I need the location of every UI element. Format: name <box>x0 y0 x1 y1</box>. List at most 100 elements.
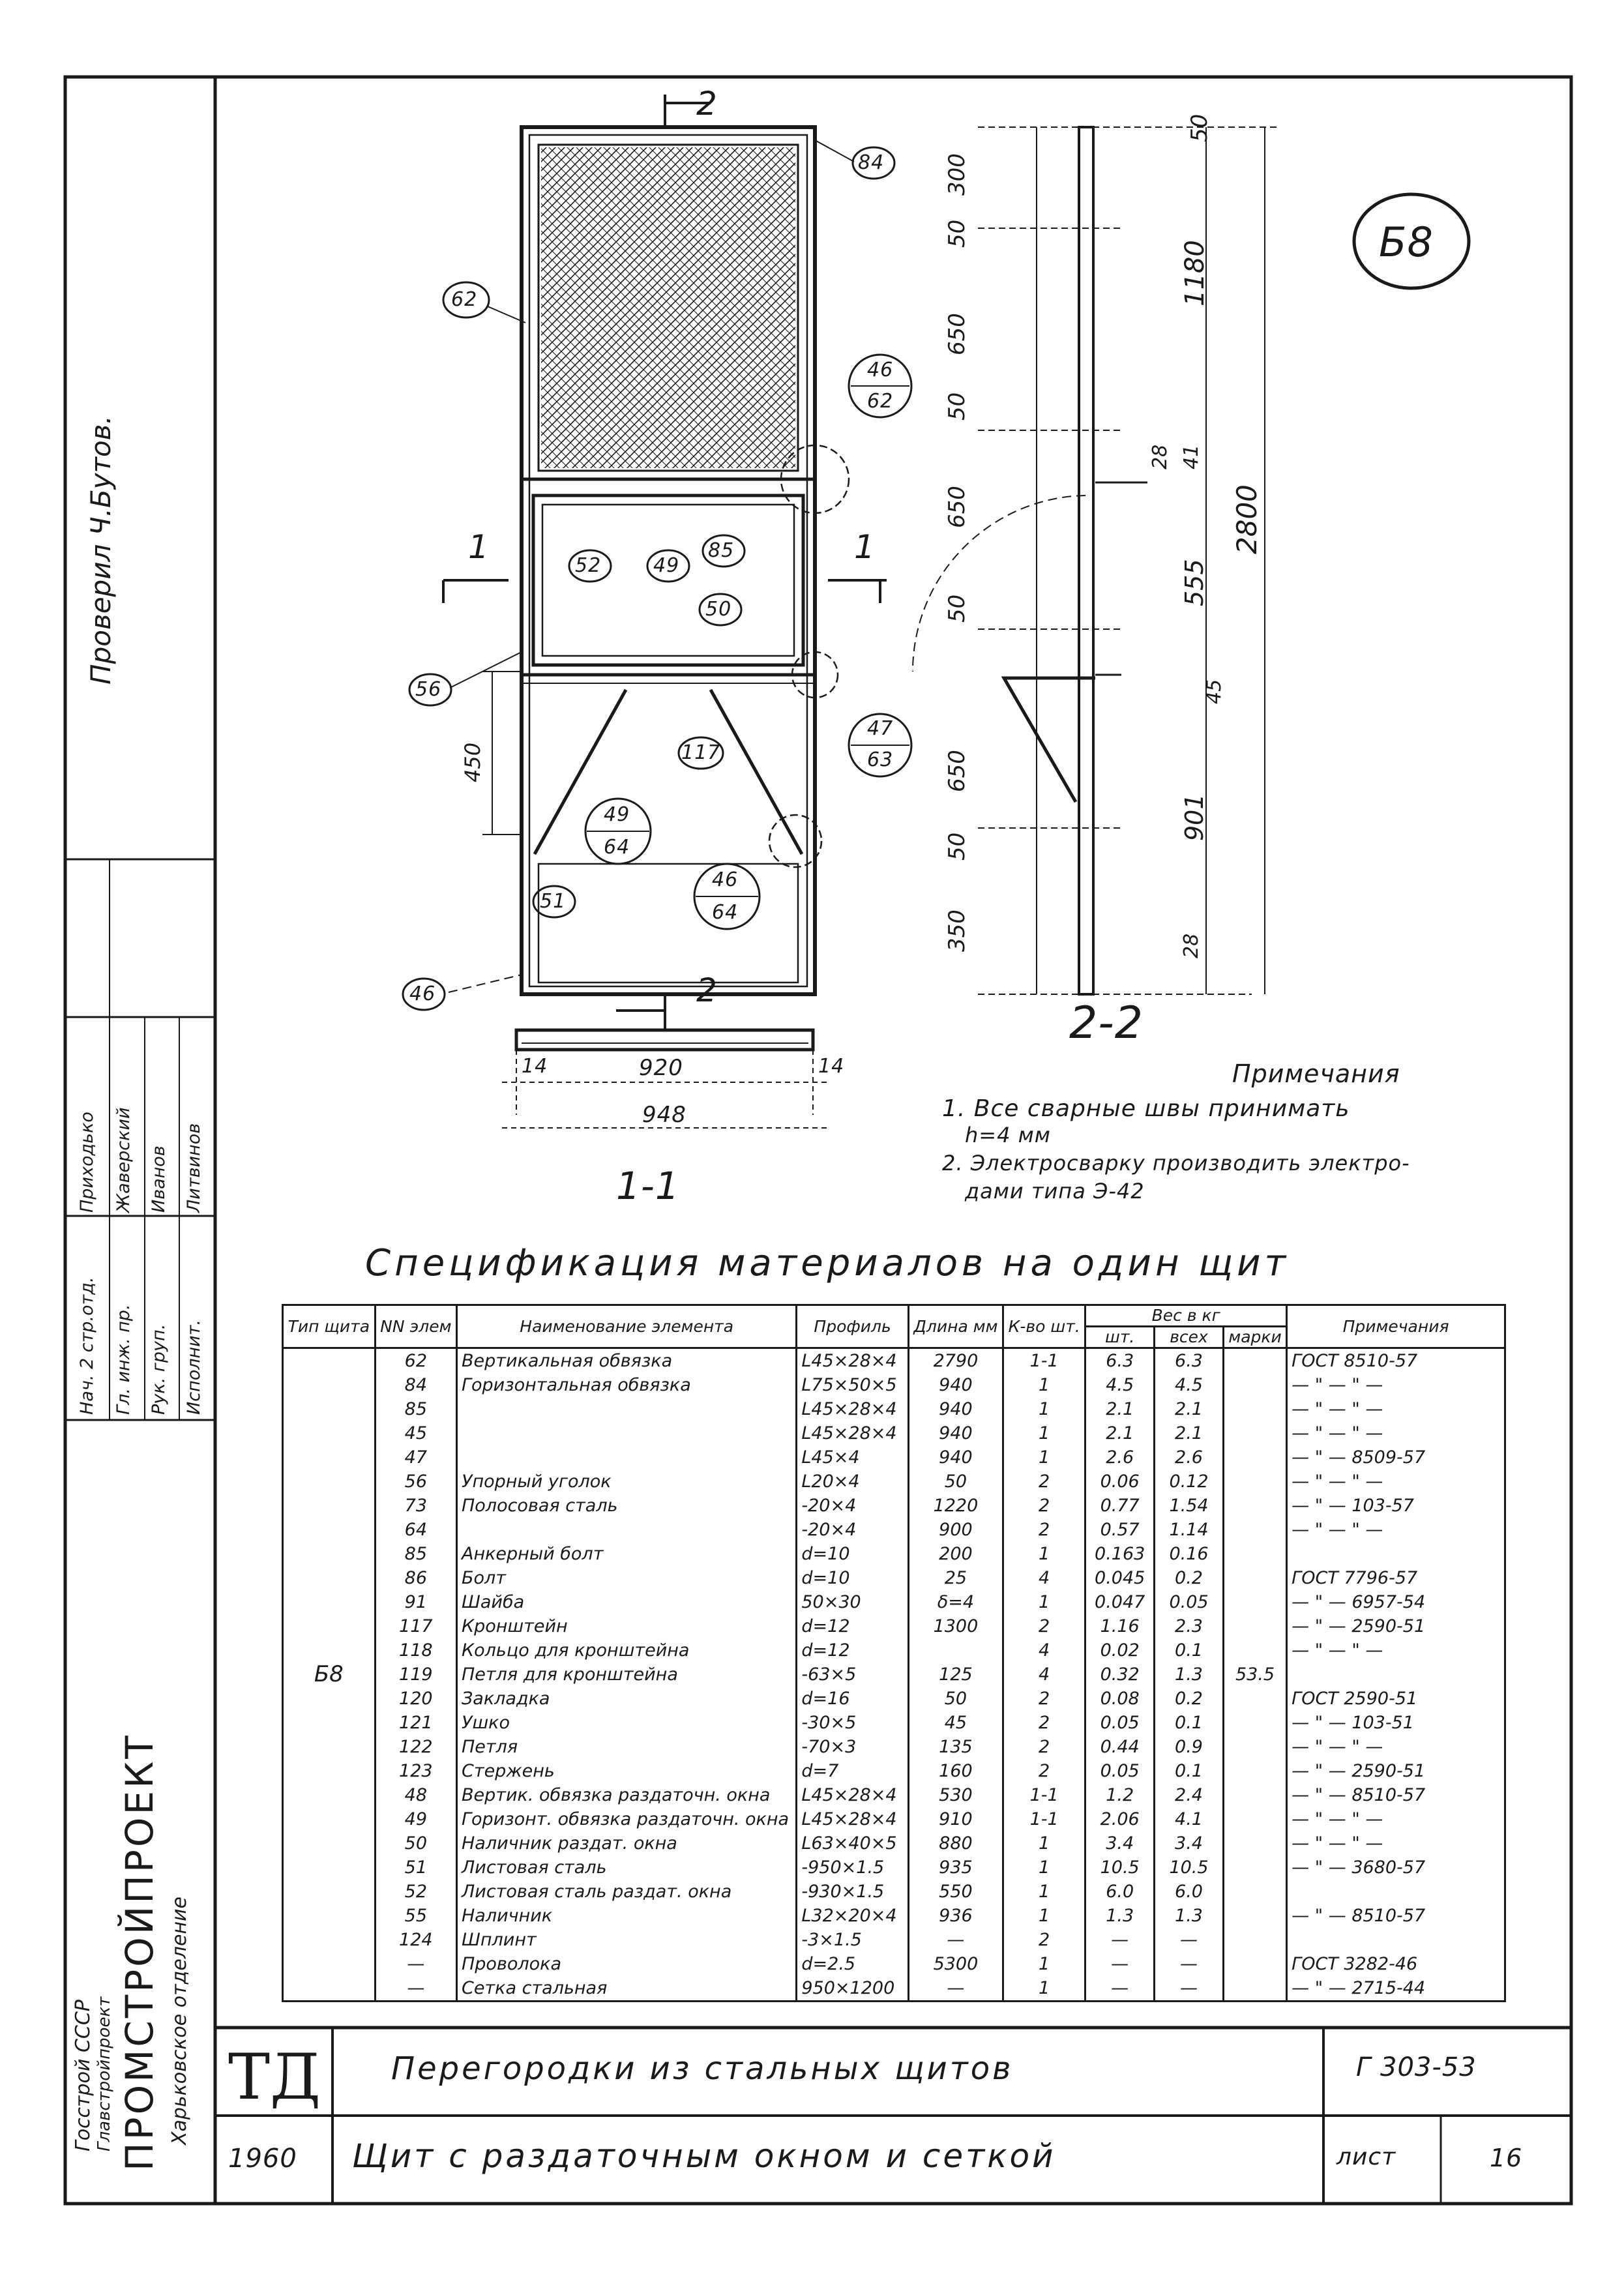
spec-cell-weight-one: 1.16 <box>1084 1614 1156 1638</box>
stamp-name-1: Приходько <box>77 1112 97 1213</box>
spec-cell-note <box>1286 1663 1506 1687</box>
section-mark-bottom: 2 <box>696 971 718 1009</box>
side-dim-left-5: 50 <box>944 392 970 421</box>
spec-cell-weight-all: 3.4 <box>1153 1831 1224 1855</box>
col-note: Примечания <box>1286 1304 1506 1349</box>
spec-cell-note: — " — " — <box>1286 1373 1506 1397</box>
spec-cell-name: Наличник раздат. окна <box>455 1831 798 1855</box>
spec-cell-nn: 120 <box>374 1687 458 1711</box>
spec-cell-qty: 1-1 <box>1002 1783 1087 1807</box>
spec-cell-length: 2790 <box>907 1348 1005 1373</box>
spec-cell-weight-one: 0.163 <box>1084 1542 1156 1566</box>
spec-cell-qty: 4 <box>1002 1638 1087 1663</box>
fraction-4-bottom: 64 <box>712 901 739 924</box>
section-mark-top: 2 <box>696 85 718 123</box>
spec-cell-name: Шайба <box>455 1590 798 1614</box>
spec-cell-qty: 1 <box>1002 1542 1087 1566</box>
spec-cell-weight-all: 2.4 <box>1153 1783 1224 1807</box>
spec-cell-weight-one: 2.1 <box>1084 1397 1156 1421</box>
spec-cell-nn: 91 <box>374 1590 458 1614</box>
col-nn: NN элем <box>374 1304 458 1349</box>
callout-46: 46 <box>409 983 436 1005</box>
spec-cell-qty: 1 <box>1002 1445 1087 1470</box>
spec-cell-name: Листовая сталь раздат. окна <box>455 1880 798 1904</box>
spec-cell-weight-all: 1.3 <box>1153 1663 1224 1687</box>
spec-cell-weight-one: 0.045 <box>1084 1566 1156 1590</box>
spec-cell-profile: 50×30 <box>795 1590 909 1614</box>
spec-title: Спецификация материалов на один щит <box>365 1242 1290 1284</box>
badge-circle <box>1352 192 1471 290</box>
spec-cell-note: ГОСТ 7796-57 <box>1286 1566 1506 1590</box>
spec-cell-qty: 1 <box>1002 1952 1087 1976</box>
spec-cell-nn: 118 <box>374 1638 458 1663</box>
col-weight-all: всех <box>1153 1325 1224 1349</box>
spec-cell-weight-one: 0.57 <box>1084 1518 1156 1542</box>
callout-52: 52 <box>575 554 602 577</box>
spec-cell-qty: 1 <box>1002 1397 1087 1421</box>
spec-cell-weight-all: 0.16 <box>1153 1542 1224 1566</box>
spec-mark-total: 53.5 <box>1222 1348 1288 2002</box>
note-2-cont: дами типа Э-42 <box>965 1179 1145 1204</box>
spec-cell-profile: d=16 <box>795 1687 909 1711</box>
spec-cell-weight-one: 0.08 <box>1084 1687 1156 1711</box>
spec-cell-qty: 1 <box>1002 1831 1087 1855</box>
spec-cell-profile: -930×1.5 <box>795 1880 909 1904</box>
spec-cell-length: — <box>907 1976 1005 2002</box>
sheet-number: 16 <box>1490 2144 1523 2172</box>
spec-cell-length: 530 <box>907 1783 1005 1807</box>
spec-cell-nn: 122 <box>374 1735 458 1759</box>
spec-cell-note: — " — 2590-51 <box>1286 1614 1506 1638</box>
spec-cell-weight-all: 0.1 <box>1153 1638 1224 1663</box>
side-dim-right-41: 41 <box>1180 444 1203 469</box>
spec-cell-note: — " — " — <box>1286 1638 1506 1663</box>
stamp-role-3: Рук. груп. <box>149 1323 169 1415</box>
view-label-2-2: 2-2 <box>1069 998 1144 1049</box>
spec-cell-qty: 2 <box>1002 1494 1087 1518</box>
col-weight-one: шт. <box>1084 1325 1156 1349</box>
side-dim-left-9: 50 <box>944 832 970 861</box>
spec-type-cell: Б8 <box>282 1348 376 2002</box>
spec-cell-name: Шплинт <box>455 1928 798 1952</box>
spec-cell-name: Закладка <box>455 1687 798 1711</box>
spec-cell-length: 910 <box>907 1807 1005 1831</box>
col-name: Наименование элемента <box>455 1304 798 1349</box>
note-1-cont: h=4 мм <box>965 1123 1051 1147</box>
spec-cell-name <box>455 1518 798 1542</box>
side-dim-left-3: 50 <box>944 219 970 248</box>
spec-cell-nn: 121 <box>374 1711 458 1735</box>
spec-cell-profile: -20×4 <box>795 1518 909 1542</box>
spec-cell-profile: d=10 <box>795 1566 909 1590</box>
side-dim-left-8: 650 <box>944 750 970 792</box>
callout-62: 62 <box>451 288 478 311</box>
side-dim-left-6: 650 <box>944 486 970 528</box>
spec-cell-weight-all: — <box>1153 1952 1224 1976</box>
spec-cell-weight-all: 10.5 <box>1153 1855 1224 1880</box>
spec-cell-profile: d=12 <box>795 1614 909 1638</box>
spec-cell-note: — " — 8510-57 <box>1286 1904 1506 1928</box>
spec-cell-note: — " — " — <box>1286 1397 1506 1421</box>
fraction-4-top: 46 <box>712 868 739 891</box>
spec-cell-weight-all: 6.0 <box>1153 1880 1224 1904</box>
spec-cell-qty: 2 <box>1002 1735 1087 1759</box>
callout-84: 84 <box>858 151 885 174</box>
section-dim-920: 920 <box>639 1055 683 1081</box>
spec-cell-nn: 119 <box>374 1663 458 1687</box>
spec-cell-name: Болт <box>455 1566 798 1590</box>
spec-cell-name: Полосовая сталь <box>455 1494 798 1518</box>
spec-cell-qty: 2 <box>1002 1711 1087 1735</box>
spec-cell-weight-all: 1.14 <box>1153 1518 1224 1542</box>
spec-cell-name: Стержень <box>455 1759 798 1783</box>
notes-heading: Примечания <box>1232 1059 1400 1088</box>
spec-cell-note: — " — 8510-57 <box>1286 1783 1506 1807</box>
spec-cell-note <box>1286 1542 1506 1566</box>
spec-cell-name: Горизонт. обвязка раздаточн. окна <box>455 1807 798 1831</box>
spec-cell-weight-all: 0.2 <box>1153 1687 1224 1711</box>
spec-cell-profile: d=12 <box>795 1638 909 1663</box>
